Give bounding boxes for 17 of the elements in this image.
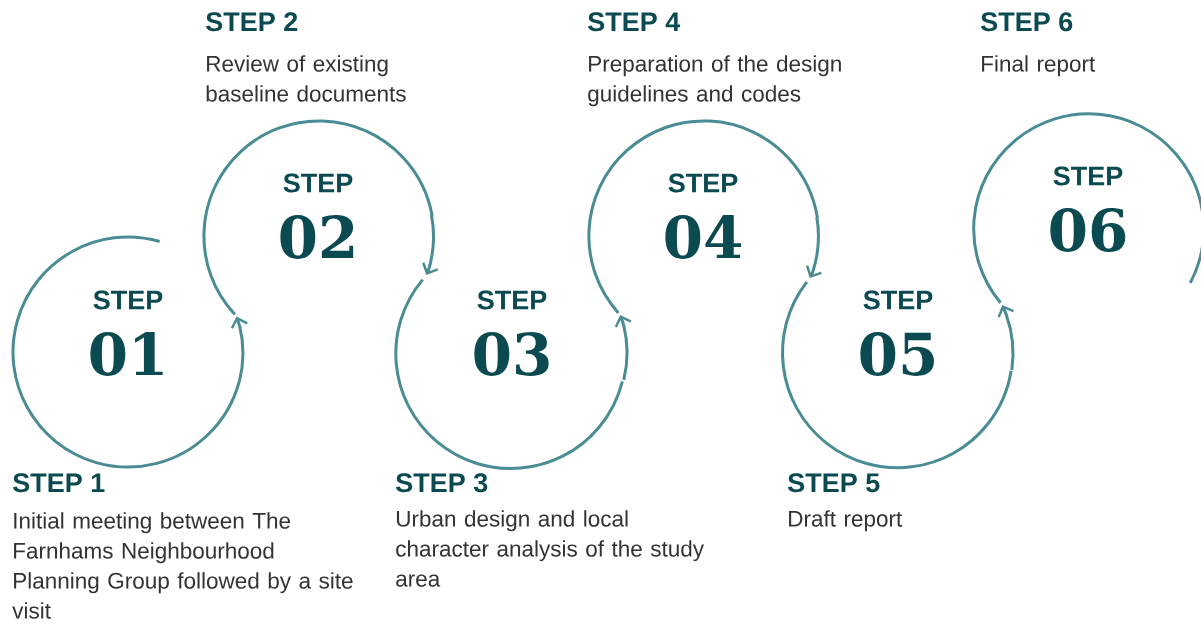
step-heading: STEP 4 — [588, 12, 681, 32]
arrow — [805, 216, 822, 278]
step-description: Preparation of the design guidelines and codes — [588, 55, 841, 107]
step-description: Initial meeting between The Farnhams Neighbourhood Planning Group followed by a site visit — [12, 512, 353, 619]
step-description: Urban design and local character analysis of the study area — [396, 510, 705, 587]
step-heading: STEP 5 — [788, 473, 880, 493]
arrow — [614, 315, 632, 381]
step-heading: STEP 1 — [13, 473, 105, 493]
step-heading: STEP 6 — [981, 12, 1073, 32]
step-heading: STEP 2 — [206, 12, 298, 32]
arrow — [997, 305, 1015, 371]
step-description: Review of existing baseline documents — [206, 55, 406, 102]
arrow — [422, 214, 439, 275]
step-description: Final report — [982, 55, 1096, 77]
step-heading: STEP 3 — [396, 473, 488, 493]
arrow — [230, 316, 248, 383]
step-description: Draft report — [789, 510, 903, 532]
